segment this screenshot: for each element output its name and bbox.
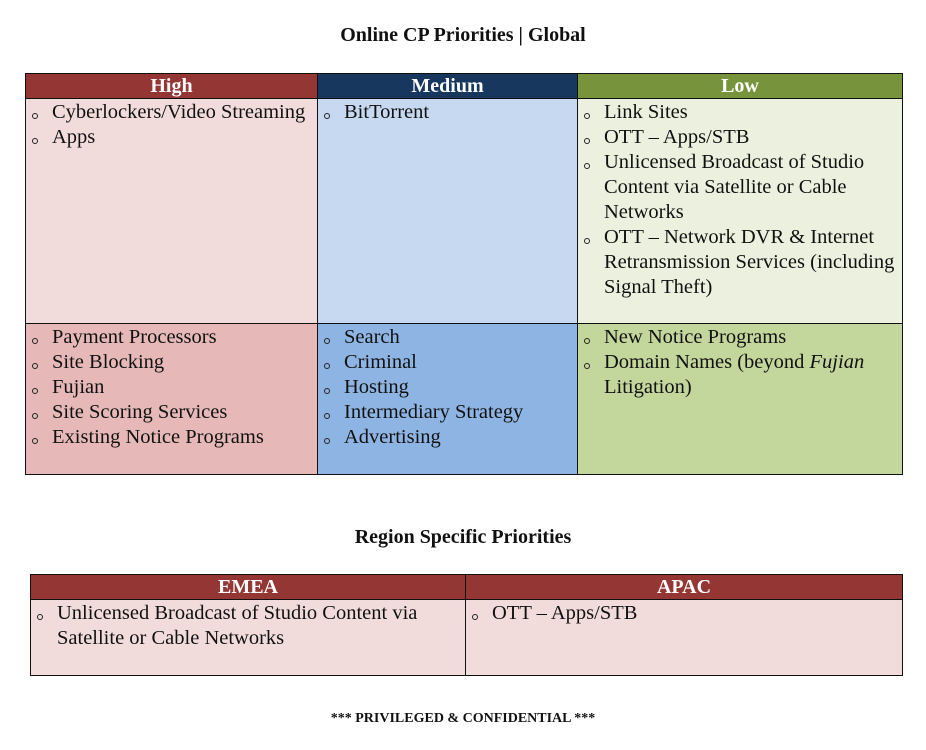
list-item: Apps [32, 125, 317, 150]
page-title: Online CP Priorities | Global [340, 24, 586, 46]
header-medium: Medium [317, 73, 578, 99]
list-item: OTT – Apps/STB [584, 125, 902, 150]
list-item: Fujian [32, 375, 317, 400]
bullet-list: OTT – Apps/STB [466, 601, 902, 626]
list-item: Advertising [324, 425, 577, 450]
list-item: Cyberlockers/Video Streaming [32, 100, 317, 125]
region-title: Region Specific Priorities [354, 526, 572, 548]
bullet-list: New Notice Programs [578, 325, 902, 350]
list-item: OTT – Network DVR & Internet Retransmiss… [584, 225, 902, 300]
medium-row1: BitTorrent [317, 98, 578, 324]
list-item: Intermediary Strategy [324, 400, 577, 425]
list-item: New Notice Programs [584, 325, 902, 350]
header-emea: EMEA [30, 574, 466, 600]
bullet-list: Unlicensed Broadcast of Studio Content v… [31, 601, 465, 651]
list-item: Link Sites [584, 100, 902, 125]
list-item: Existing Notice Programs [32, 425, 317, 450]
list-item: Criminal [324, 350, 577, 375]
list-item: BitTorrent [324, 100, 577, 125]
header-apac: APAC [465, 574, 903, 600]
list-item: Hosting [324, 375, 577, 400]
apac-cell: OTT – Apps/STB [465, 599, 903, 676]
list-item: Site Scoring Services [32, 400, 317, 425]
global-priorities-table: High Medium Low Cyberlockers/Video Strea… [25, 73, 903, 475]
emea-cell: Unlicensed Broadcast of Studio Content v… [30, 599, 466, 676]
region-priorities-table: EMEA APAC Unlicensed Broadcast of Studio… [30, 574, 903, 676]
list-item: Search [324, 325, 577, 350]
list-item: Site Blocking [32, 350, 317, 375]
confidential-footer: *** PRIVILEGED & CONFIDENTIAL *** [330, 711, 596, 726]
header-low: Low [577, 73, 903, 99]
list-item: Domain Names (beyond Fujian Litigation) [584, 350, 902, 400]
bullet-list: BitTorrent [318, 100, 577, 125]
list-item: Unlicensed Broadcast of Studio Content v… [584, 150, 902, 225]
list-item: Unlicensed Broadcast of Studio Content v… [37, 601, 465, 651]
list-item: OTT – Apps/STB [472, 601, 902, 626]
list-item: Payment Processors [32, 325, 317, 350]
header-high: High [25, 73, 318, 99]
